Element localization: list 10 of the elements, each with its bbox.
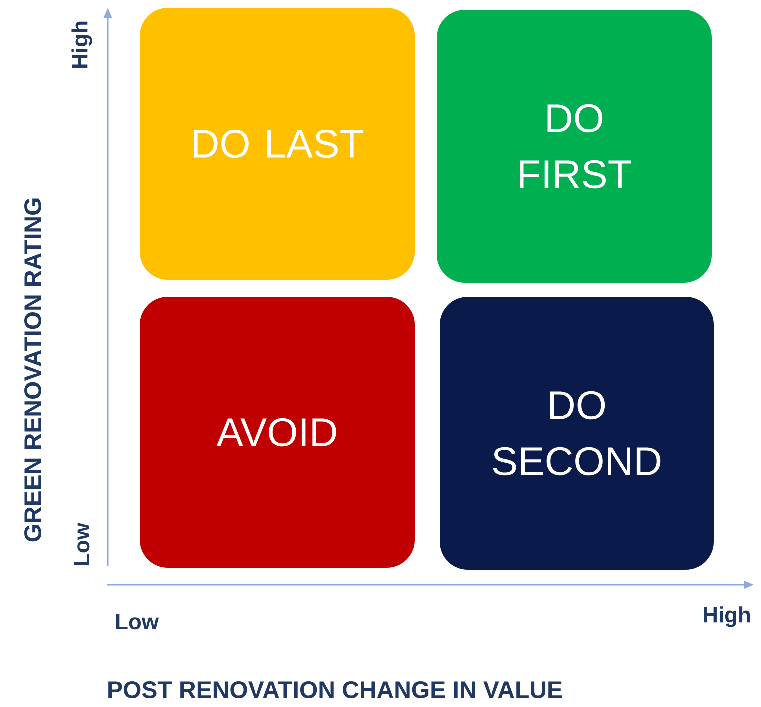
quadrant-box: DO SECOND — [440, 297, 714, 570]
quadrant-box: AVOID — [140, 297, 415, 568]
quadrant-box: DO LAST — [140, 8, 415, 280]
axis-label: Low — [74, 522, 90, 566]
axis-title: GREEN RENOVATION RATING — [24, 198, 42, 542]
quadrant-box: DO FIRST — [437, 10, 712, 283]
axis-label: High — [704, 606, 750, 628]
axis-label: High — [72, 22, 92, 68]
axis-title: POST RENOVATION CHANGE IN VALUE — [108, 682, 562, 698]
axis-label: Low — [116, 614, 160, 630]
